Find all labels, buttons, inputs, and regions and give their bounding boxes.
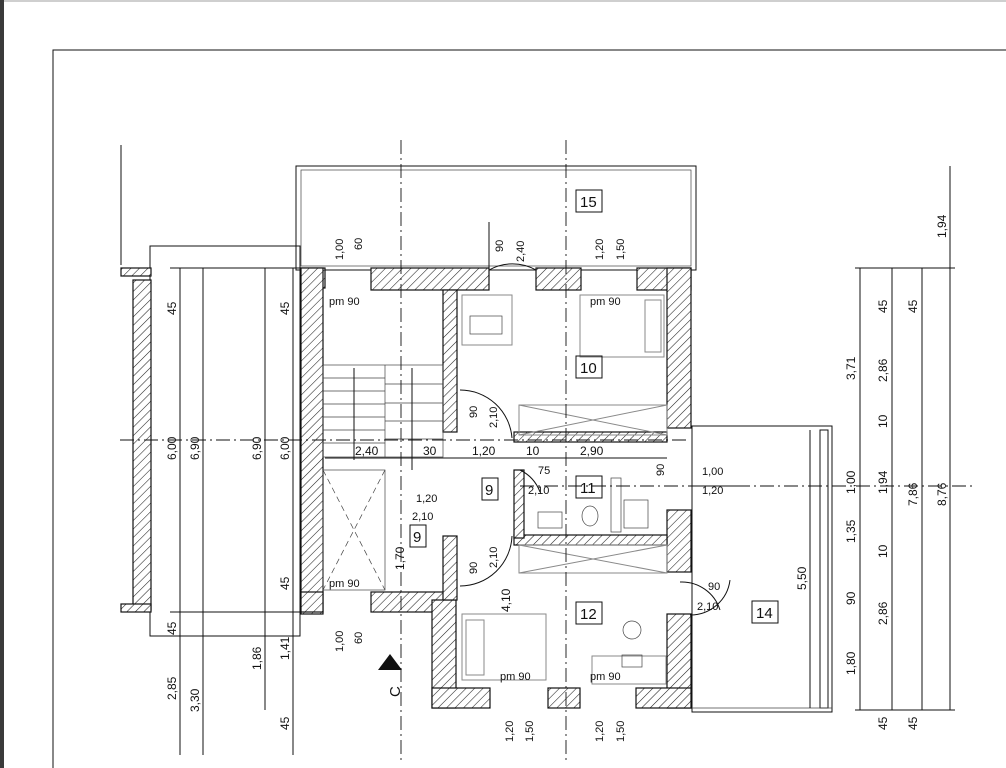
section-arrow-icon bbox=[378, 654, 402, 670]
window-label: pm 90 bbox=[329, 296, 360, 308]
opening-dimensions: 1,00 60 90 2,40 1,20 1,50 90 2,10 90 2,1… bbox=[334, 238, 667, 742]
dimension-text: 1,00 bbox=[702, 466, 723, 478]
dimension-text: 90 bbox=[494, 240, 506, 252]
dimension-text: 1,20 bbox=[504, 721, 516, 742]
dimension-text: 5,50 bbox=[795, 566, 809, 590]
terrace-14 bbox=[691, 425, 833, 713]
dimension-text: 45 bbox=[165, 621, 179, 635]
dimension-text: 2,10 bbox=[412, 511, 433, 523]
window-label: pm 90 bbox=[590, 671, 621, 683]
dimension-text: 90 bbox=[468, 406, 480, 418]
dimension-text: 90 bbox=[655, 464, 667, 476]
dimension-text: 1,70 bbox=[393, 546, 407, 570]
dimension-text: 2,40 bbox=[355, 444, 379, 458]
dimension-text: 1,80 bbox=[844, 651, 858, 675]
dimension-text: 8,76 bbox=[935, 482, 949, 506]
dimension-text: 1,20 bbox=[416, 493, 437, 505]
dimension-text: 1,20 bbox=[594, 721, 606, 742]
dimension-text: 2,86 bbox=[876, 358, 890, 382]
axis-lines bbox=[120, 140, 975, 760]
dimension-text: 90 bbox=[468, 562, 480, 574]
dimension-text: 45 bbox=[906, 716, 920, 730]
dimension-text: 2,40 bbox=[515, 241, 527, 262]
dimension-text: 6,00 bbox=[165, 436, 179, 460]
interior-walls bbox=[442, 289, 668, 601]
dimension-text: 2,10 bbox=[697, 601, 718, 613]
dimension-text: 45 bbox=[278, 301, 292, 315]
staircase bbox=[322, 364, 444, 591]
dimension-text: 7,86 bbox=[906, 482, 920, 506]
dimension-text: 45 bbox=[278, 716, 292, 730]
horizontal-dimensions: 2,40 30 1,20 10 2,90 75 2,10 1,20 2,10 1… bbox=[355, 444, 723, 613]
dimension-text: 75 bbox=[538, 465, 550, 477]
dimension-text: 1,50 bbox=[615, 721, 627, 742]
roof-windows bbox=[518, 404, 668, 574]
dimension-text: 1,00 bbox=[334, 631, 346, 652]
dimension-text: 60 bbox=[353, 632, 365, 644]
room-number-labels: 15 10 9 9 11 12 14 bbox=[409, 189, 779, 625]
exterior-walls bbox=[300, 267, 692, 709]
dimension-text: 4,10 bbox=[499, 588, 513, 612]
dimension-text: 6,00 bbox=[278, 436, 292, 460]
left-neighbour-structure bbox=[120, 145, 301, 637]
dimension-text: 1,35 bbox=[844, 519, 858, 543]
dimension-text: 45 bbox=[278, 576, 292, 590]
dimension-text: 90 bbox=[844, 591, 858, 605]
dimension-text: 2,90 bbox=[580, 444, 604, 458]
dimension-text: 2,10 bbox=[528, 485, 549, 497]
vertical-dimensions-left: 45 6,00 6,90 6,90 6,00 45 45 45 2,85 3,3… bbox=[165, 301, 292, 730]
room-9-number-stair: 9 bbox=[413, 529, 421, 546]
room-15-number: 15 bbox=[580, 194, 597, 211]
dimension-text: 90 bbox=[708, 581, 720, 593]
dimension-text: 6,90 bbox=[188, 436, 202, 460]
dimension-text: 10 bbox=[526, 444, 540, 458]
dimension-text: 60 bbox=[353, 238, 365, 250]
dimension-text: 1,50 bbox=[524, 721, 536, 742]
room-9-number: 9 bbox=[485, 482, 493, 499]
room-12-number: 12 bbox=[580, 606, 597, 623]
dimension-text: 1,94 bbox=[935, 214, 949, 238]
furniture bbox=[461, 294, 667, 685]
dimension-text: 1,50 bbox=[615, 239, 627, 260]
dimension-text: 1,20 bbox=[472, 444, 496, 458]
dimension-text: 1,20 bbox=[702, 485, 723, 497]
dimension-text: 3,30 bbox=[188, 688, 202, 712]
dimension-text: 1,94 bbox=[876, 470, 890, 494]
window-labels: pm 90 pm 90 pm 90 pm 90 pm 90 bbox=[329, 296, 621, 683]
dimension-text: 1,00 bbox=[334, 239, 346, 260]
dimension-text: 2,10 bbox=[488, 547, 500, 568]
dimension-text: 10 bbox=[876, 414, 890, 428]
door-swings bbox=[459, 222, 731, 616]
dimension-text: 1,20 bbox=[594, 239, 606, 260]
window-label: pm 90 bbox=[500, 671, 531, 683]
dimension-text: 30 bbox=[423, 444, 437, 458]
dimension-text: 1,41 bbox=[278, 636, 292, 660]
dimension-lines bbox=[170, 166, 955, 755]
section-mark-label: C bbox=[387, 686, 404, 697]
balcony-15 bbox=[295, 165, 697, 271]
dimension-text: 2,85 bbox=[165, 676, 179, 700]
dimension-text: 3,71 bbox=[844, 356, 858, 380]
window-label: pm 90 bbox=[329, 578, 360, 590]
dimension-text: 1,00 bbox=[844, 470, 858, 494]
dimension-text: 2,86 bbox=[876, 601, 890, 625]
dimension-text: 10 bbox=[876, 544, 890, 558]
dimension-text: 45 bbox=[906, 299, 920, 313]
dimension-text: 2,10 bbox=[488, 407, 500, 428]
vertical-dimensions-right: 1,94 45 45 3,71 2,86 10 1,00 1,94 7,86 8… bbox=[795, 214, 949, 730]
window-label: pm 90 bbox=[590, 296, 621, 308]
room-11-number: 11 bbox=[580, 480, 596, 497]
drawing-frame bbox=[52, 49, 1006, 768]
dimension-text: 45 bbox=[876, 716, 890, 730]
room-14-number: 14 bbox=[756, 605, 773, 622]
viewer-left-border bbox=[0, 0, 4, 768]
dimension-text: 6,90 bbox=[250, 436, 264, 460]
dimension-text: 45 bbox=[876, 299, 890, 313]
room-10-number: 10 bbox=[580, 360, 597, 377]
dimension-text: 45 bbox=[165, 301, 179, 315]
dimension-text: 1,86 bbox=[250, 646, 264, 670]
viewer-top-border bbox=[0, 0, 1006, 2]
